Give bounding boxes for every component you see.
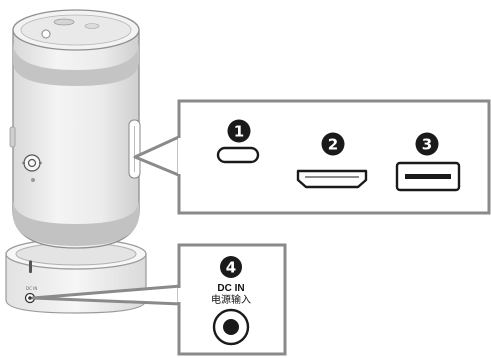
callout-side-ports: 1 2 3: [133, 99, 491, 215]
lens-icon: [41, 29, 51, 39]
badge-1-icon: [227, 119, 251, 143]
badge-3-icon: [415, 132, 439, 156]
svg-text:DC IN: DC IN: [26, 286, 37, 291]
badge-2-label: 2: [328, 136, 338, 154]
base-indicator-icon: [29, 262, 32, 273]
callout-pointer: [133, 134, 183, 178]
usb-a-port-group: 3: [395, 132, 461, 192]
badge-2-icon: [321, 132, 345, 156]
badge-3-label: 3: [422, 136, 432, 154]
projector-device: DC IN: [5, 9, 147, 314]
callout-dc-in: 4 DC IN 电源输入: [31, 243, 287, 356]
hdmi-port-icon: [296, 169, 368, 189]
usb-c-port-icon: [216, 146, 260, 164]
badge-4-label: 4: [226, 259, 236, 277]
badge-4-icon: [220, 256, 242, 278]
badge-1-label: 1: [234, 123, 244, 141]
focus-dial-icon: [22, 154, 42, 172]
dc-in-label-cn: 电源输入: [211, 293, 251, 306]
projector-body: [9, 9, 141, 249]
hdmi-port-group: 2: [296, 132, 368, 189]
dc-in-label: DC IN: [217, 283, 244, 294]
dc-in-port-icon: [212, 308, 250, 346]
usb-c-port-group: 1: [216, 119, 260, 164]
